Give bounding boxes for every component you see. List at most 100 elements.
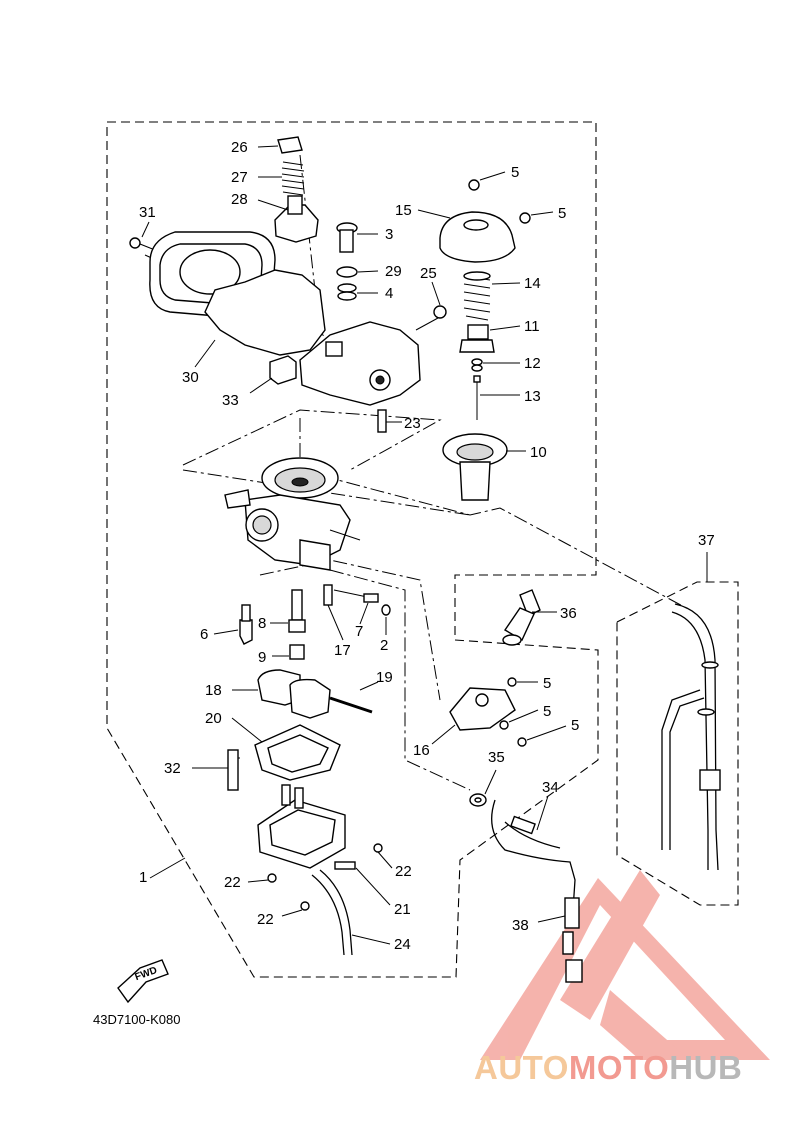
part-22-screw-bottom bbox=[281, 901, 310, 917]
part-28-cap bbox=[257, 195, 319, 243]
callout-8: 8 bbox=[258, 615, 266, 632]
callout-5-cover-c: 5 bbox=[571, 717, 579, 734]
center-line-low bbox=[259, 559, 441, 701]
part-34-sensor bbox=[510, 795, 549, 835]
part-32-screw bbox=[192, 749, 240, 791]
watermark-brand-text: AUTOMOTOHUB bbox=[474, 1048, 742, 1088]
callout-2: 2 bbox=[380, 637, 388, 654]
callout-4: 4 bbox=[385, 285, 393, 302]
part-22-screw-left bbox=[247, 873, 277, 883]
callout-17: 17 bbox=[334, 642, 351, 659]
part-16-cover bbox=[431, 687, 516, 745]
callout-labels: 1 2 3 4 5 5 5 5 5 6 7 8 9 10 11 12 13 14… bbox=[139, 139, 715, 953]
part-8-needle-jet bbox=[270, 589, 306, 633]
part-5-screw-cover-a bbox=[507, 677, 538, 687]
diagram-code: 43D7100-K080 bbox=[93, 1012, 180, 1027]
part-25-screw bbox=[415, 281, 447, 331]
part-20-gasket bbox=[231, 717, 341, 781]
callout-21: 21 bbox=[394, 901, 411, 918]
callout-18: 18 bbox=[205, 682, 222, 699]
callout-6: 6 bbox=[200, 626, 208, 643]
part-6-jet bbox=[213, 604, 253, 645]
part-37-fuel-hose bbox=[661, 603, 721, 871]
callout-30: 30 bbox=[182, 369, 199, 386]
part-carburetor-body bbox=[224, 457, 361, 571]
watermark-logo bbox=[480, 870, 770, 1060]
part-7-screw bbox=[359, 593, 379, 625]
leader-1 bbox=[149, 857, 186, 879]
callout-5-right: 5 bbox=[558, 205, 566, 222]
part-22-screw-right bbox=[373, 843, 393, 869]
callout-11: 11 bbox=[524, 318, 540, 335]
callout-29: 29 bbox=[385, 263, 402, 280]
watermark-word-auto: AUTO bbox=[474, 1049, 569, 1086]
callout-22-bottom: 22 bbox=[257, 911, 274, 928]
callout-22-right: 22 bbox=[395, 863, 412, 880]
callout-25: 25 bbox=[420, 265, 437, 282]
callout-15: 15 bbox=[395, 202, 412, 219]
callout-23: 23 bbox=[404, 415, 421, 432]
part-24-hose bbox=[311, 869, 391, 956]
watermark-word-moto: MOTO bbox=[568, 1049, 670, 1086]
center-line-mid bbox=[299, 418, 691, 611]
callout-32: 32 bbox=[164, 760, 181, 777]
part-5-screw-right bbox=[519, 211, 554, 224]
part-top-housing bbox=[299, 321, 421, 406]
part-23-pin bbox=[377, 409, 402, 433]
callout-5-top: 5 bbox=[511, 164, 519, 181]
part-13-needle bbox=[473, 375, 520, 420]
part-10-diaphragm bbox=[442, 433, 526, 501]
callout-3: 3 bbox=[385, 226, 393, 243]
callout-27: 27 bbox=[231, 169, 248, 186]
part-19-pin bbox=[329, 681, 379, 714]
part-12-spring bbox=[471, 358, 520, 372]
callout-26: 26 bbox=[231, 139, 248, 156]
callout-16: 16 bbox=[413, 742, 430, 759]
callout-33: 33 bbox=[222, 392, 239, 409]
callout-20: 20 bbox=[205, 710, 222, 727]
callout-28: 28 bbox=[231, 191, 248, 208]
forward-direction-arrow: FWD bbox=[117, 959, 169, 1004]
callout-12: 12 bbox=[524, 355, 541, 372]
part-11-piston bbox=[459, 324, 521, 353]
center-line-down bbox=[329, 569, 471, 791]
carburetor-assembly-outline bbox=[106, 121, 599, 978]
callout-34: 34 bbox=[542, 779, 559, 796]
part-38-wire bbox=[491, 799, 583, 983]
callout-24: 24 bbox=[394, 936, 411, 953]
part-5-screw-cover-c bbox=[517, 725, 567, 747]
part-27-spring bbox=[258, 161, 305, 196]
part-5-screw-cover-b bbox=[499, 709, 539, 730]
part-36-plunger bbox=[502, 589, 557, 646]
callout-5-cover-a: 5 bbox=[543, 675, 551, 692]
part-35-washer bbox=[469, 769, 497, 807]
part-3-screw bbox=[336, 222, 378, 253]
part-26-clip bbox=[257, 136, 303, 154]
part-float-bowl bbox=[257, 784, 346, 869]
part-29-o-ring bbox=[336, 266, 379, 278]
part-14-spring bbox=[463, 271, 521, 321]
part-33-block bbox=[249, 355, 297, 394]
part-15-cap bbox=[417, 209, 516, 263]
callout-37: 37 bbox=[698, 532, 715, 549]
part-2-washer bbox=[381, 604, 391, 635]
callout-22-left: 22 bbox=[224, 874, 241, 891]
assembly-outlines bbox=[106, 121, 739, 978]
part-9-main-jet bbox=[272, 644, 305, 660]
callout-10: 10 bbox=[530, 444, 547, 461]
part-4-spring bbox=[337, 283, 378, 301]
callout-9: 9 bbox=[258, 649, 266, 666]
callout-13: 13 bbox=[524, 388, 541, 405]
callout-14: 14 bbox=[524, 275, 541, 292]
part-5-screw-top bbox=[468, 171, 506, 191]
callout-38: 38 bbox=[512, 917, 529, 934]
callout-36: 36 bbox=[560, 605, 577, 622]
callout-7: 7 bbox=[355, 623, 363, 640]
callout-35: 35 bbox=[488, 749, 505, 766]
part-18-float bbox=[232, 669, 331, 719]
part-21-screw bbox=[334, 861, 391, 906]
watermark-word-hub: HUB bbox=[669, 1049, 743, 1086]
callout-5-cover-b: 5 bbox=[543, 703, 551, 720]
part-30-cover-and-gasket bbox=[149, 231, 326, 368]
